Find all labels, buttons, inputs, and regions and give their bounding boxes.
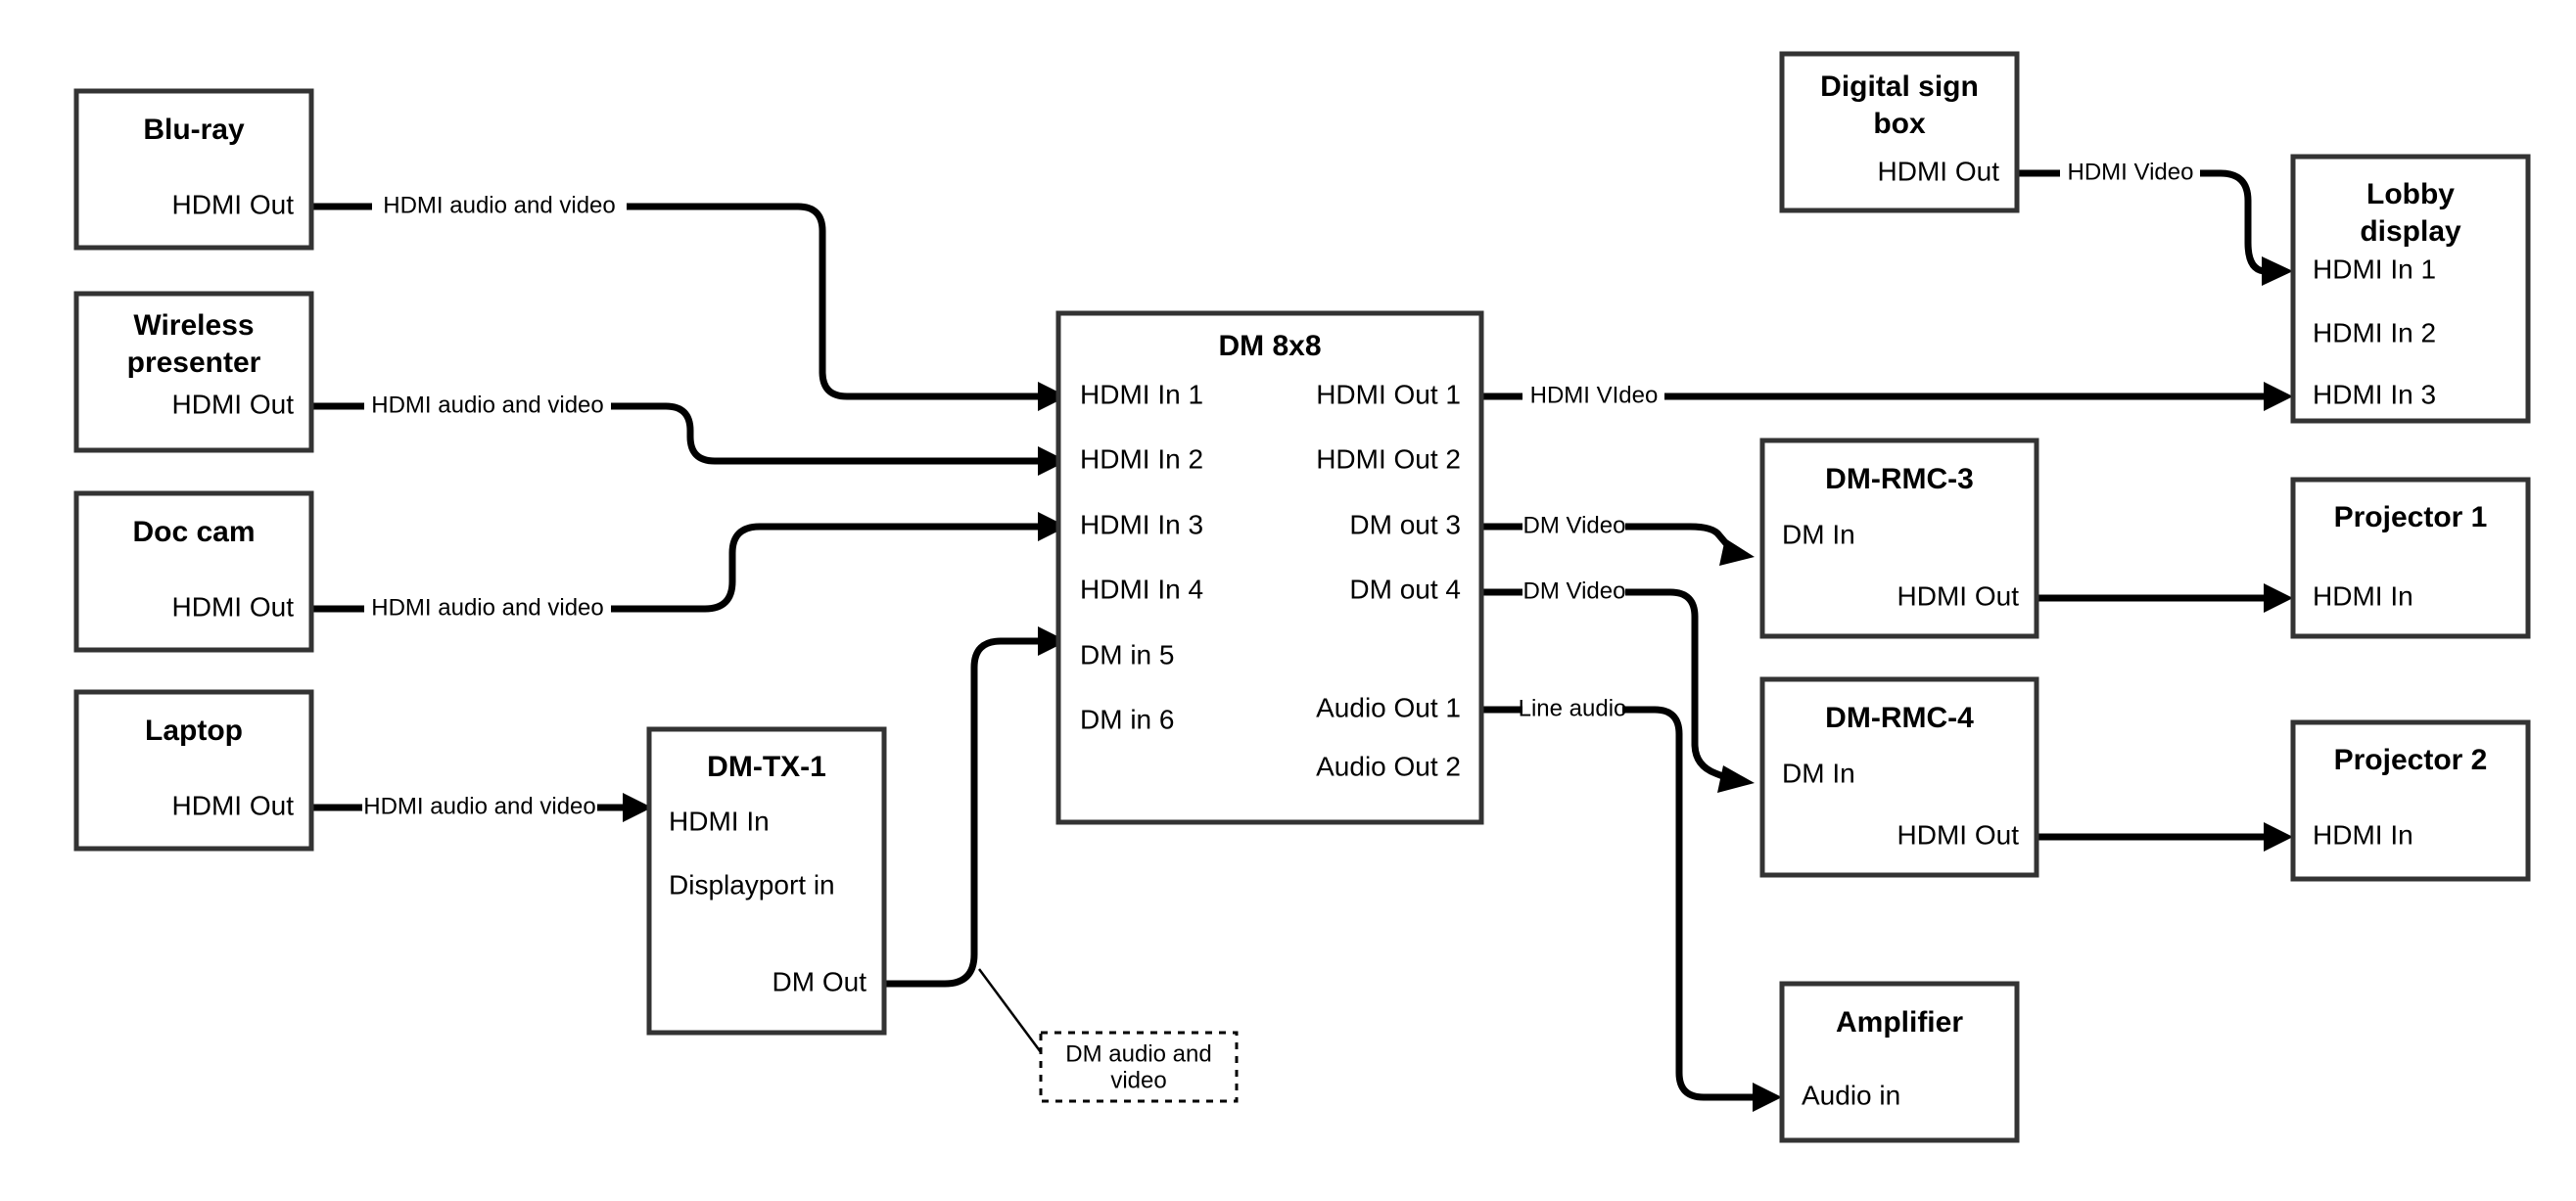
lobby-display-port-hdmi-in-2: HDMI In 2 (2313, 317, 2436, 347)
wire-dm8x8-out1-to-lobby (1481, 382, 2293, 411)
dm-rmc-3-port-dm-in: DM In (1782, 519, 1855, 549)
laptop-title: Laptop (145, 715, 243, 747)
wire-label-bluray: HDMI audio and video (383, 192, 615, 218)
wire-dm8x8-audio1-to-amplifier (1481, 706, 1782, 1112)
wireless-presenter-box[interactable] (73, 291, 314, 453)
dm-rmc-4-port-dm-in: DM In (1782, 758, 1855, 788)
wire-label-doccam: HDMI audio and video (371, 594, 603, 621)
device-projector-1[interactable]: Projector 1 HDMI In (2290, 477, 2531, 639)
lobby-display-port-hdmi-in-1: HDMI In 1 (2313, 254, 2436, 284)
projector-2-box[interactable] (2290, 719, 2531, 882)
dm-tx-1-title: DM-TX-1 (707, 751, 826, 783)
projector-1-box[interactable] (2290, 477, 2531, 639)
dm-8x8-output-dm-out-3: DM out 3 (1349, 509, 1461, 539)
leader-dm-audio-video-note (977, 968, 1043, 1053)
dm-audio-video-note-box (1039, 1031, 1239, 1103)
dm-rmc-4-title: DM-RMC-4 (1825, 702, 1974, 734)
device-projector-2[interactable]: Projector 2 HDMI In (2290, 719, 2531, 882)
doc-cam-box[interactable] (73, 490, 314, 653)
wireless-presenter-port-hdmi-out: HDMI Out (172, 389, 295, 419)
wire-signbox-to-lobby (2017, 169, 2293, 286)
dm-8x8-input-hdmi-in-1: HDMI In 1 (1080, 379, 1203, 409)
dm-8x8-input-hdmi-in-3: HDMI In 3 (1080, 509, 1203, 539)
lobby-display-box[interactable] (2290, 154, 2531, 424)
dm-8x8-output-hdmi-out-2: HDMI Out 2 (1316, 443, 1461, 474)
wire-label-laptop: HDMI audio and video (363, 793, 595, 819)
device-dm-rmc-4[interactable]: DM-RMC-4 DM In HDMI Out (1759, 676, 2039, 878)
wire-label-dm-video-out3: DM Video (1523, 512, 1626, 538)
dm-8x8-input-dm-in-6: DM in 6 (1080, 704, 1174, 734)
amplifier-box[interactable] (1779, 981, 2020, 1143)
projector-2-title: Projector 2 (2334, 744, 2488, 776)
wireless-presenter-title-line2: presenter (127, 346, 261, 379)
wire-bluray-to-dm8x8 (311, 203, 1067, 411)
lobby-display-port-hdmi-in-3: HDMI In 3 (2313, 379, 2436, 409)
wire-laptop-to-dmtx1 (311, 793, 652, 822)
dm-8x8-output-audio-out-2: Audio Out 2 (1316, 751, 1461, 781)
wire-rmc3-to-projector1 (2037, 583, 2293, 613)
device-lobby-display[interactable]: Lobby display HDMI In 1 HDMI In 2 HDMI I… (2290, 154, 2531, 424)
device-laptop[interactable]: Laptop HDMI Out (73, 689, 314, 852)
doc-cam-title: Doc cam (132, 516, 255, 548)
bluray-title: Blu-ray (143, 114, 245, 146)
device-bluray[interactable]: Blu-ray HDMI Out (73, 88, 314, 251)
wire-label-wireless: HDMI audio and video (371, 392, 603, 418)
dm-tx-1-port-hdmi-in: HDMI In (669, 806, 770, 836)
wire-label-signbox-hdmi-video: HDMI Video (2068, 159, 2194, 185)
device-wireless-presenter[interactable]: Wireless presenter HDMI Out (73, 291, 314, 453)
wire-label-hdmi-video-out1: HDMI VIdeo (1530, 382, 1659, 408)
dm-audio-video-note-line2: video (1110, 1067, 1166, 1093)
amplifier-title: Amplifier (1836, 1006, 1963, 1039)
wire-dmtx1-to-dm8x8 (884, 626, 1067, 988)
dm-8x8-input-hdmi-in-4: HDMI In 4 (1080, 574, 1203, 604)
digital-sign-box-title-line1: Digital sign (1820, 70, 1979, 103)
device-dm-8x8[interactable]: DM 8x8 HDMI In 1 HDMI In 2 HDMI In 3 HDM… (1055, 310, 1484, 825)
device-doc-cam[interactable]: Doc cam HDMI Out (73, 490, 314, 653)
projector-1-title: Projector 1 (2334, 501, 2488, 533)
device-dm-rmc-3[interactable]: DM-RMC-3 DM In HDMI Out (1759, 438, 2039, 639)
dm-8x8-input-hdmi-in-2: HDMI In 2 (1080, 443, 1203, 474)
projector-1-port-hdmi-in: HDMI In (2313, 580, 2413, 611)
dm-rmc-4-box[interactable] (1759, 676, 2039, 878)
wireless-presenter-title-line1: Wireless (133, 309, 254, 342)
dm-8x8-input-dm-in-5: DM in 5 (1080, 639, 1174, 670)
wire-label-line-audio: Line audio (1519, 695, 1627, 721)
annotation-dm-audio-and-video: DM audio and video (1039, 1031, 1239, 1103)
dm-rmc-3-title: DM-RMC-3 (1825, 463, 1974, 495)
bluray-box[interactable] (73, 88, 314, 251)
amplifier-port-audio-in: Audio in (1802, 1080, 1900, 1110)
dm-8x8-box[interactable] (1055, 310, 1484, 825)
device-digital-sign-box[interactable]: Digital sign box HDMI Out (1779, 51, 2020, 213)
lobby-display-title-line2: display (2360, 215, 2461, 248)
wire-dm8x8-out4-to-rmc4 (1481, 588, 1755, 793)
lobby-display-title-line1: Lobby (2366, 178, 2455, 210)
dm-tx-1-port-dm-out: DM Out (773, 966, 867, 996)
laptop-box[interactable] (73, 689, 314, 852)
dm-8x8-output-dm-out-4: DM out 4 (1349, 574, 1461, 604)
device-amplifier[interactable]: Amplifier Audio in (1779, 981, 2020, 1143)
laptop-port-hdmi-out: HDMI Out (172, 790, 295, 820)
digital-sign-box-box[interactable] (1779, 51, 2020, 213)
dm-rmc-4-port-hdmi-out: HDMI Out (1897, 819, 2020, 850)
dm-8x8-title: DM 8x8 (1218, 330, 1321, 362)
digital-sign-box-title-line2: box (1873, 108, 1926, 140)
doc-cam-port-hdmi-out: HDMI Out (172, 591, 295, 622)
wire-doccam-to-dm8x8 (311, 512, 1067, 613)
dm-audio-video-note-line1: DM audio and (1065, 1040, 1211, 1067)
dm-tx-1-box[interactable] (646, 726, 887, 1036)
wire-dm8x8-out3-to-rmc3 (1481, 523, 1755, 566)
dm-8x8-output-audio-out-1: Audio Out 1 (1316, 692, 1461, 722)
wire-wireless-to-dm8x8 (311, 402, 1067, 476)
wire-label-dm-video-out4: DM Video (1523, 577, 1626, 604)
dm-8x8-output-hdmi-out-1: HDMI Out 1 (1316, 379, 1461, 409)
device-dm-tx-1[interactable]: DM-TX-1 HDMI In Displayport in DM Out (646, 726, 887, 1036)
dm-rmc-3-box[interactable] (1759, 438, 2039, 639)
digital-sign-box-port-hdmi-out: HDMI Out (1878, 156, 2000, 186)
projector-2-port-hdmi-in: HDMI In (2313, 819, 2413, 850)
bluray-port-hdmi-out: HDMI Out (172, 189, 295, 219)
dm-tx-1-port-displayport-in: Displayport in (669, 869, 835, 900)
wire-rmc4-to-projector2 (2037, 822, 2293, 852)
dm-rmc-3-port-hdmi-out: HDMI Out (1897, 580, 2020, 611)
